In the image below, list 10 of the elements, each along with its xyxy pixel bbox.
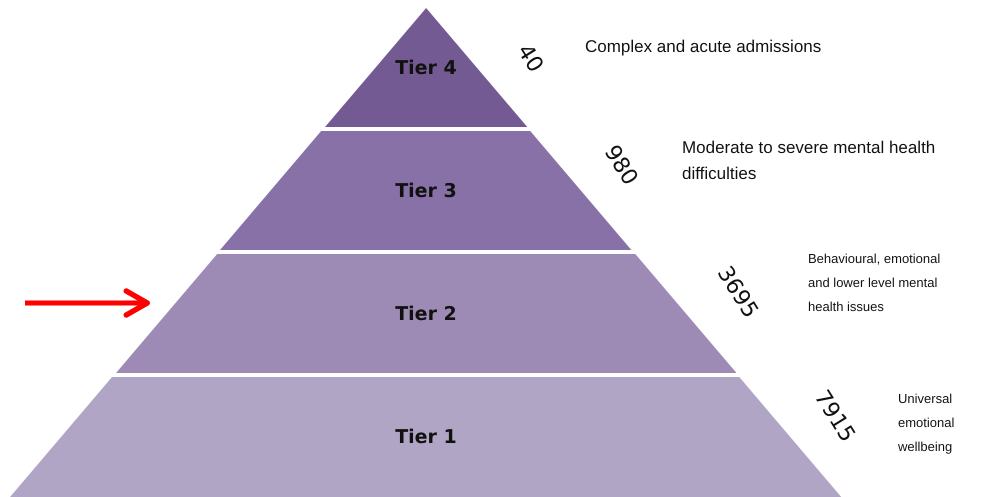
tier-label: Tier 4 [395, 56, 457, 78]
tier-description: Moderate to severe mental health difficulties [682, 137, 936, 186]
tier-description: Complex and acute admissions [585, 36, 822, 58]
count-label: 40 [512, 40, 548, 77]
tier-description: Universal emotional wellbeing [898, 390, 956, 456]
arrow [25, 288, 150, 318]
tier-label: Tier 3 [395, 180, 457, 202]
tier-description: Behavioural, emotional and lower level mental health issues [808, 250, 942, 316]
tier-label: Tier 2 [395, 302, 457, 324]
tier-label: Tier 1 [395, 426, 457, 448]
